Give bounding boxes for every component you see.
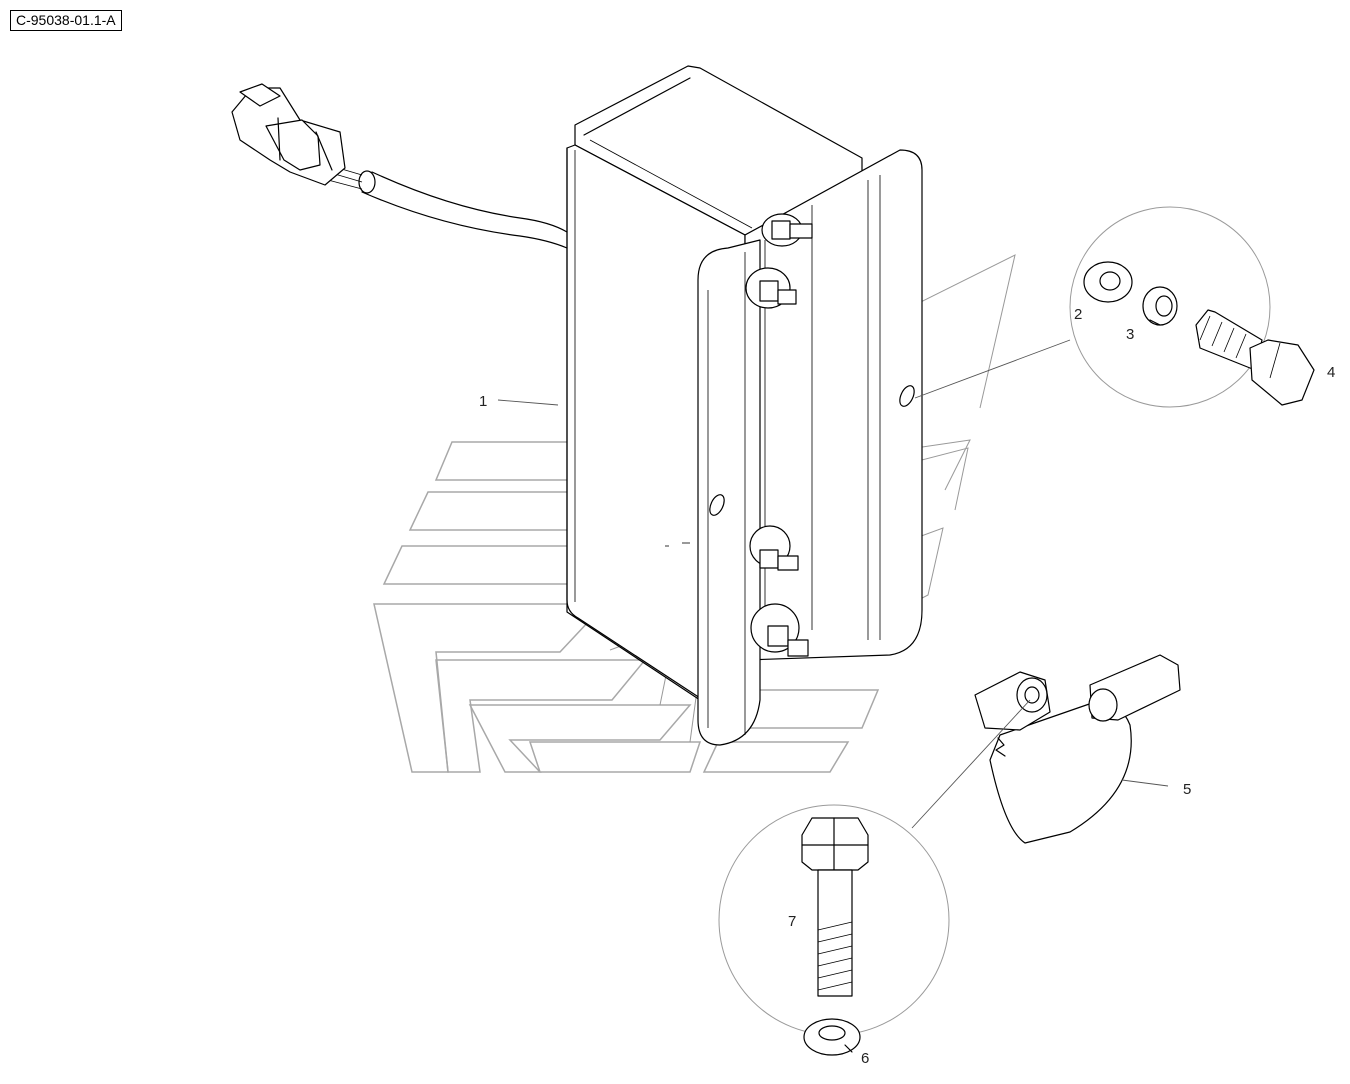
lock-washer-part-6 (803, 1018, 861, 1056)
bolt-part-4 (1195, 309, 1315, 406)
callout-7: 7 (788, 913, 796, 930)
callout-4: 4 (1327, 364, 1335, 381)
callout-5: 5 (1183, 781, 1191, 798)
bracket-fragment-part-5 (974, 654, 1181, 844)
washer-part-2 (1083, 261, 1133, 303)
callout-6: 6 (861, 1050, 869, 1067)
callout-1: 1 (479, 393, 487, 410)
terminal-stud (761, 213, 813, 247)
callout-3: 3 (1126, 326, 1134, 343)
drawing-id-label: C-95038-01.1-A (10, 10, 122, 31)
cable-and-connector (231, 83, 568, 249)
bolt-part-7 (801, 817, 869, 997)
lock-washer-part-3 (1142, 286, 1178, 326)
module-part-1 (566, 65, 923, 746)
terminal-stud (750, 603, 809, 657)
terminal-stud (749, 525, 799, 571)
callout-2: 2 (1074, 306, 1082, 323)
detail-circle-hardware-upper (1069, 206, 1271, 408)
terminal-stud (745, 267, 797, 309)
